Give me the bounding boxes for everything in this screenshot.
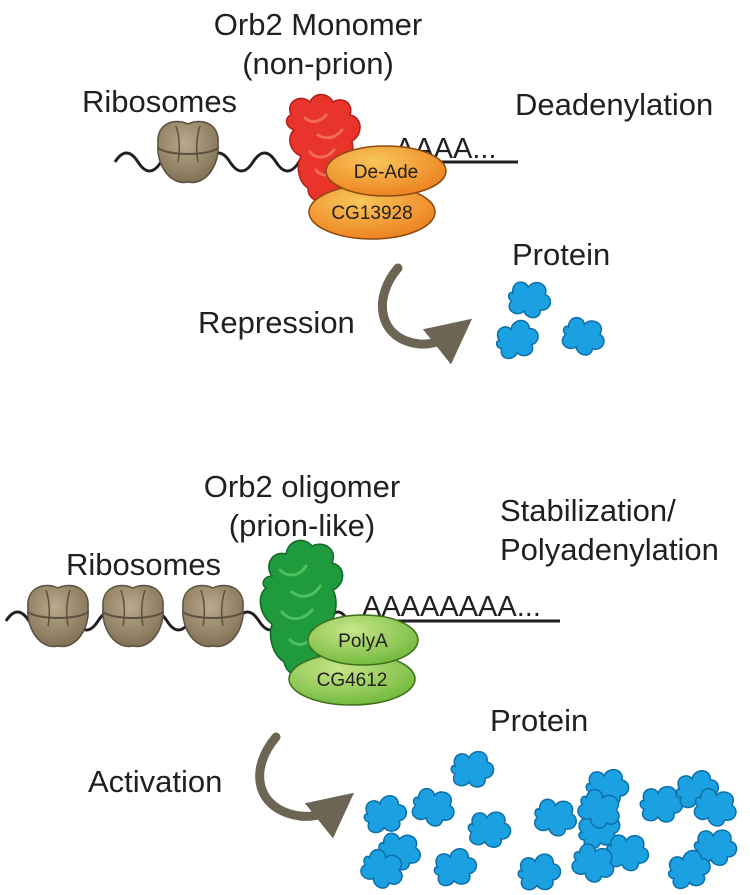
bottom-protein-icon-8 (517, 853, 562, 891)
top-protein-icon-2 (495, 319, 539, 360)
bottom-protein-icon-1 (450, 750, 495, 788)
bottom-factor-polya: PolyA (307, 614, 419, 666)
bottom-protein-icon-13 (571, 843, 615, 883)
bottom-panel: Orb2 oligomer (prion-like) Ribosomes Sta… (4, 469, 738, 891)
top-factor-cg13928: CG13928 (308, 184, 436, 240)
top-process-label: Deadenylation (515, 87, 713, 122)
bottom-protein-icon-19 (577, 788, 620, 829)
top-curved-arrow (377, 263, 473, 365)
bottom-protein-icon-14 (639, 785, 684, 823)
bottom-protein-icon-2 (363, 795, 408, 834)
bottom-protein-icon-6 (433, 848, 478, 887)
bottom-protein-icon-7 (360, 848, 403, 889)
bottom-title-line1: Orb2 oligomer (204, 469, 400, 504)
bottom-protein-icon-3 (411, 787, 455, 827)
bottom-protein-icon-17 (693, 829, 738, 866)
bottom-factor2-label: CG4612 (317, 670, 388, 691)
bottom-protein-icon-4 (467, 811, 512, 848)
top-protein-icon-3 (561, 316, 605, 356)
top-title-line1: Orb2 Monomer (214, 7, 422, 42)
top-ribosomes-label: Ribosomes (82, 84, 237, 119)
top-factor-de-ade: De-Ade (325, 145, 447, 197)
bottom-effect-label: Activation (88, 764, 222, 799)
bottom-process-line1: Stabilization/ (500, 493, 676, 528)
bottom-factor1-label: PolyA (338, 631, 388, 652)
bottom-protein-icon-16 (693, 787, 737, 827)
top-panel: Orb2 Monomer (non-prion) Ribosomes Deade… (82, 7, 713, 365)
bottom-ribosome-icon-1 (27, 584, 89, 648)
bottom-ribosome-icon-2 (102, 584, 164, 648)
bottom-protein-group (360, 750, 738, 891)
top-factor2-label: CG13928 (331, 203, 412, 224)
top-protein-label: Protein (512, 237, 610, 272)
bottom-protein-label: Protein (490, 703, 588, 738)
bottom-ribosomes-label: Ribosomes (66, 547, 221, 582)
top-title-line2: (non-prion) (242, 46, 394, 81)
bottom-protein-icon-10 (533, 798, 577, 837)
top-ribosome-icon (157, 120, 219, 184)
bottom-factor-cg4612: CG4612 (288, 652, 416, 706)
bottom-process-line2: Polyadenylation (500, 532, 719, 567)
top-protein-icon-1 (507, 281, 552, 319)
top-factor1-label: De-Ade (354, 162, 418, 183)
bottom-ribosome-icon-3 (182, 584, 244, 648)
top-protein-group (495, 281, 605, 360)
bottom-protein-icon-18 (667, 849, 711, 890)
bottom-curved-arrow (255, 732, 355, 839)
top-effect-label: Repression (198, 305, 355, 340)
bottom-polya-tail-label: AAAAAAAA... (362, 591, 541, 623)
bottom-title-line2: (prion-like) (229, 508, 375, 543)
